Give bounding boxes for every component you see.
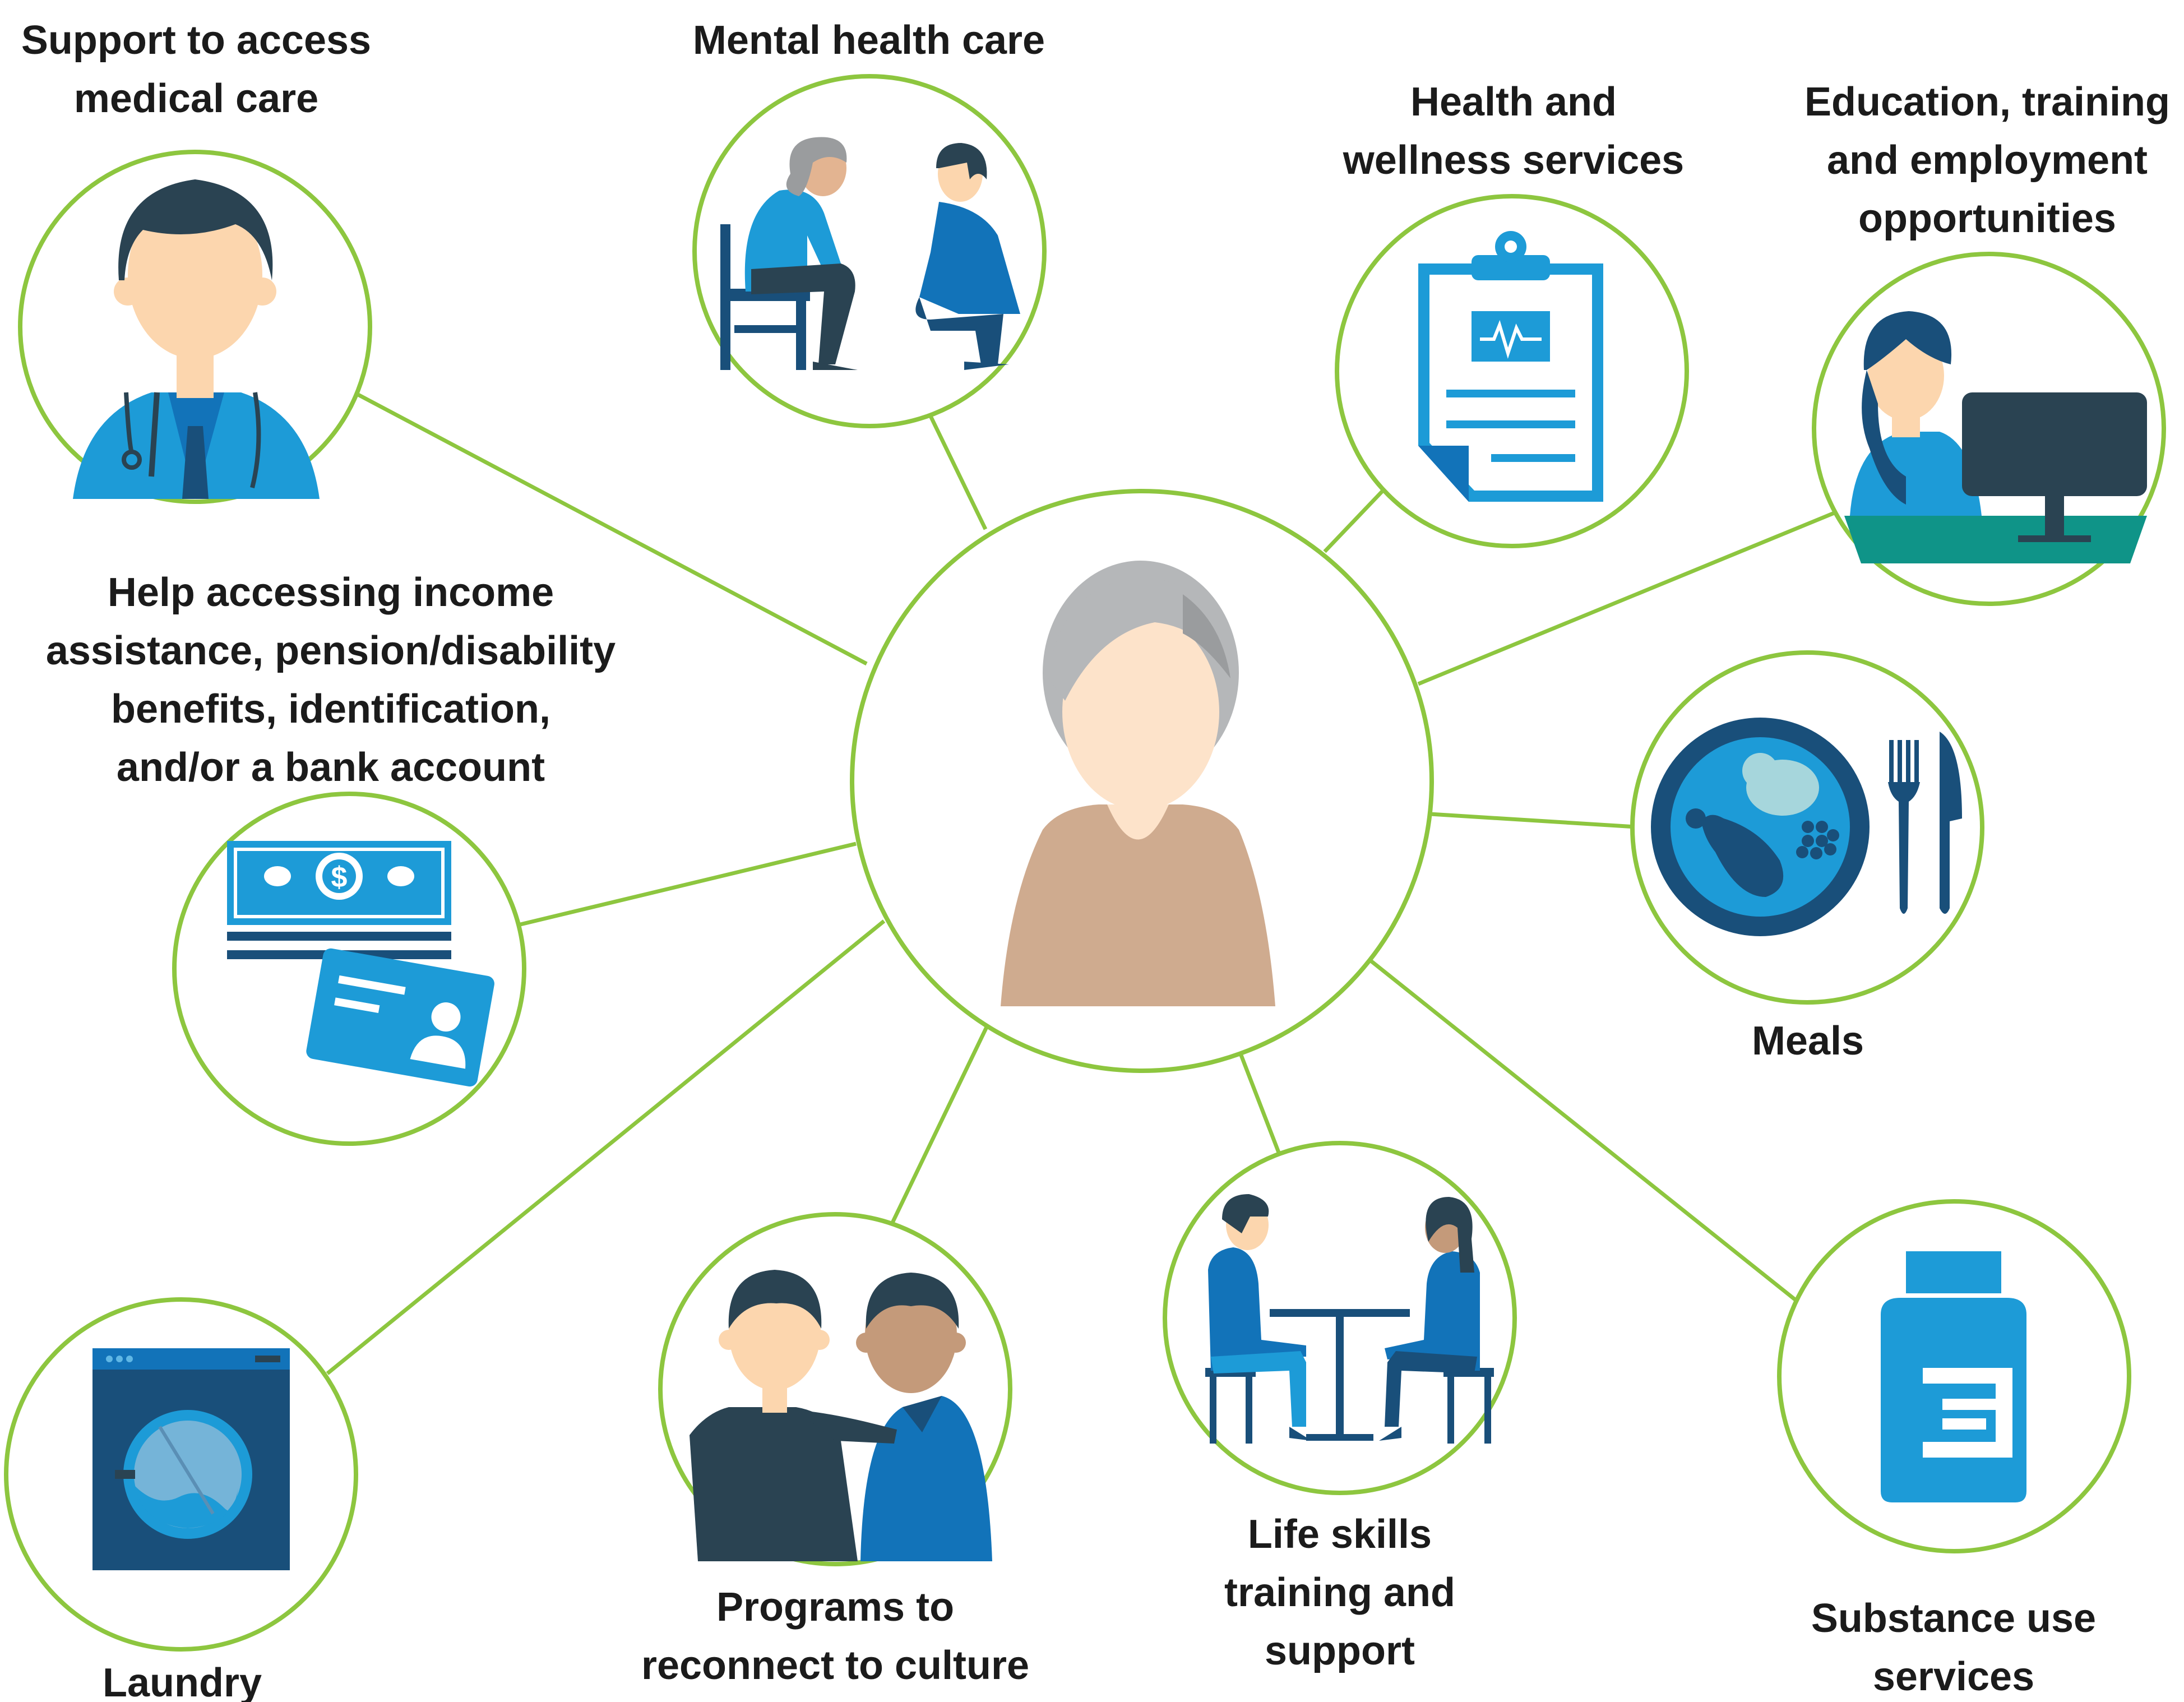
connector-lifeskills [1238,1051,1283,1159]
label-education: Education, training and employment oppor… [1804,80,2170,241]
plate-and-cutlery-icon [1651,718,1962,936]
label-lifeskills: Life skills training and support [1224,1512,1455,1673]
node-education [1812,252,2166,606]
people-at-table-icon [1205,1194,1494,1444]
node-meals [1630,650,1984,1005]
label-medical: Support to access medical care [21,18,372,121]
connector-substance [1368,958,1799,1303]
connector-meals [1429,812,1636,829]
label-health: Health and wellness services [1343,80,1685,183]
connector-income [517,841,857,927]
node-income: $ [172,792,526,1146]
label-substance: Substance use services [1811,1596,2097,1699]
svg-text:$: $ [331,861,348,894]
doctor-icon [73,179,320,499]
connector-culture [890,1025,989,1224]
person-at-computer-icon [1844,311,2147,563]
medical-clipboard-icon [1418,231,1603,502]
label-mental: Mental health care [692,18,1045,63]
two-people-icon [690,1270,992,1561]
center-node [850,489,1434,1073]
connector-lines [326,392,1835,1375]
label-meals: Meals [1751,1019,1864,1063]
counselling-session-icon [720,137,1020,370]
connector-health [1323,488,1385,553]
label-culture: Programs to reconnect to culture [641,1585,1030,1688]
node-lifeskills [1163,1141,1517,1495]
node-mental [692,74,1047,428]
label-income: Help accessing income assistance, pensio… [45,570,616,790]
node-laundry [4,1297,358,1652]
node-substance [1777,1199,2131,1553]
money-and-id-card-icon: $ [227,841,494,1087]
connector-laundry [326,919,886,1375]
washing-machine-icon [92,1348,290,1570]
node-culture [658,1212,1012,1566]
connector-medical [356,392,868,666]
medicine-bottle-icon [1881,1251,2026,1502]
node-medical [18,150,372,504]
node-health [1335,194,1689,548]
elderly-person-icon [1001,561,1275,1006]
connector-education [1417,511,1835,686]
connector-mental [927,411,988,530]
label-laundry: Laundry [102,1661,262,1702]
